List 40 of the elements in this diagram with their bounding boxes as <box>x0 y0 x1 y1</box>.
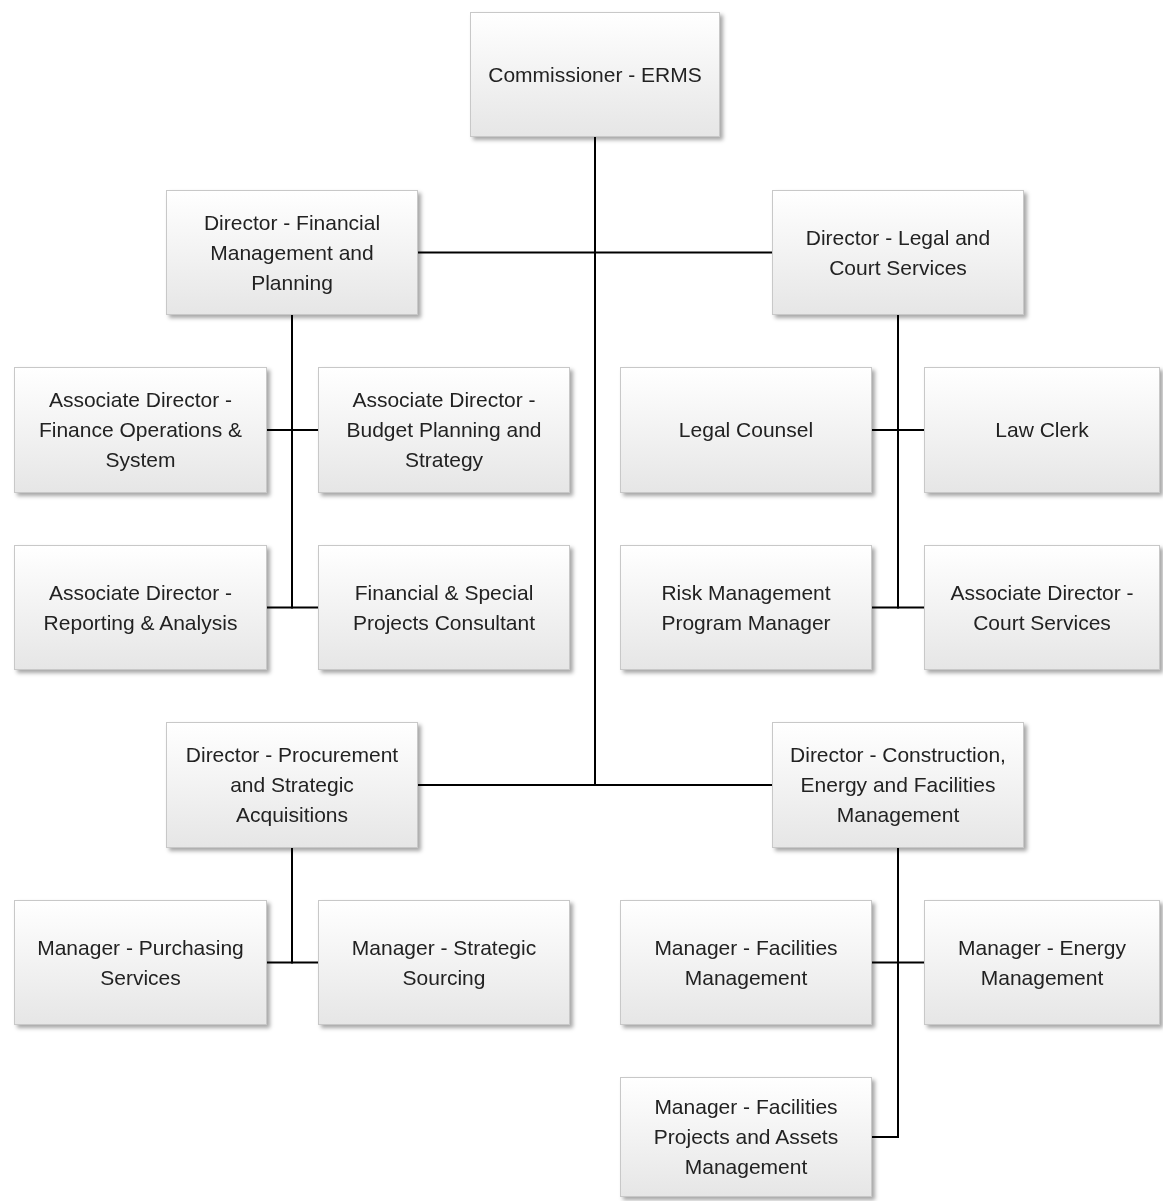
position-title: Director - Financial Management and Planning <box>202 209 382 296</box>
org-box <box>470 12 720 137</box>
org-box <box>924 367 1160 493</box>
org-box <box>166 722 418 848</box>
org-box <box>14 367 267 493</box>
org-box <box>924 900 1160 1025</box>
org-box <box>318 900 570 1025</box>
position-title: Legal Counsel <box>678 417 814 443</box>
connector-line <box>871 847 899 1138</box>
org-box <box>166 190 418 315</box>
position-title: Director - Construction, Energy and Facilities Management <box>789 742 1007 828</box>
position-title: Associate Director - Court Services <box>949 579 1135 636</box>
position-title: Commissioner - ERMS <box>488 61 702 88</box>
org-box <box>14 545 267 670</box>
org-box <box>14 900 267 1025</box>
position-title: Law Clerk <box>995 417 1089 443</box>
position-title: Manager - Facilities Projects and Assets Management <box>652 1094 840 1180</box>
org-box <box>620 367 872 493</box>
org-box <box>620 1077 872 1197</box>
connector-line <box>291 847 319 964</box>
org-box <box>318 545 570 670</box>
position-title: Associate Director - Reporting & Analysis <box>42 579 239 636</box>
position-title: Associate Director - Budget Planning and Strategy <box>345 387 543 473</box>
position-title: Risk Management Program Manager <box>660 579 832 636</box>
org-box <box>620 545 872 670</box>
position-title: Manager - Facilities Management <box>653 934 839 991</box>
org-box <box>318 367 570 493</box>
org-box <box>924 545 1160 670</box>
position-title: Director - Legal and Court Services <box>804 224 992 281</box>
org-box <box>772 190 1024 315</box>
position-title: Manager - Strategic Sourcing <box>350 934 538 991</box>
connector-line <box>291 314 319 609</box>
org-box <box>620 900 872 1025</box>
position-title: Director - Procurement and Strategic Acquisitions <box>184 742 400 828</box>
position-title: Manager - Purchasing Services <box>36 934 245 991</box>
position-title: Financial & Special Projects Consultant <box>351 579 537 636</box>
position-title: Associate Director - Finance Operations & System <box>37 387 244 473</box>
position-title: Manager - Energy Management <box>956 934 1128 991</box>
connector-line <box>897 314 925 609</box>
org-box <box>772 722 1024 848</box>
